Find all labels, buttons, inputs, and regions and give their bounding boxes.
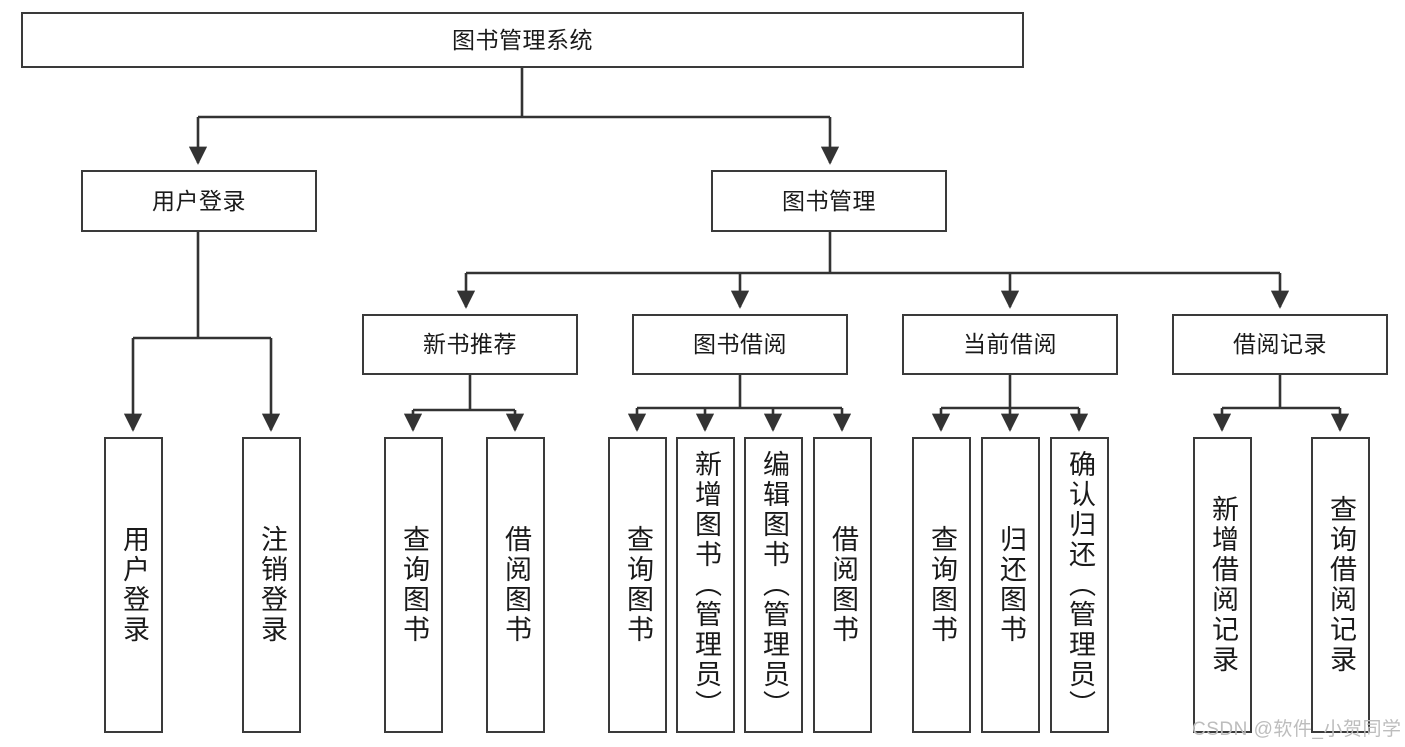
node-book-management[interactable]: 图书管理 bbox=[711, 170, 947, 232]
node-label: 用户登录 bbox=[152, 187, 246, 214]
leaf-record-query-record[interactable]: 查询借阅记录 bbox=[1311, 437, 1370, 733]
node-user-login[interactable]: 用户登录 bbox=[81, 170, 317, 232]
node-label: 查询借阅记录 bbox=[1326, 495, 1356, 675]
node-label: 图书借阅 bbox=[693, 331, 787, 358]
leaf-borrow-add-book-admin[interactable]: 新增图书（管理员） bbox=[676, 437, 735, 733]
leaf-new-book-borrow-book[interactable]: 借阅图书 bbox=[486, 437, 545, 733]
node-label: 新书推荐 bbox=[423, 331, 517, 358]
node-label: 注销登录 bbox=[257, 525, 287, 645]
node-book-borrowing[interactable]: 图书借阅 bbox=[632, 314, 848, 375]
leaf-new-book-query-book[interactable]: 查询图书 bbox=[384, 437, 443, 733]
leaf-current-return-book[interactable]: 归还图书 bbox=[981, 437, 1040, 733]
node-label: 用户登录 bbox=[119, 525, 149, 645]
node-label: 确认归还（管理员） bbox=[1065, 450, 1095, 720]
leaf-current-confirm-return-admin[interactable]: 确认归还（管理员） bbox=[1050, 437, 1109, 733]
node-label: 编辑图书（管理员） bbox=[759, 450, 789, 720]
node-label: 查询图书 bbox=[399, 525, 429, 645]
leaf-record-add-record[interactable]: 新增借阅记录 bbox=[1193, 437, 1252, 733]
node-label: 图书管理系统 bbox=[452, 26, 593, 53]
node-new-book-recommendation[interactable]: 新书推荐 bbox=[362, 314, 578, 375]
node-label: 借阅记录 bbox=[1233, 331, 1327, 358]
node-label: 当前借阅 bbox=[963, 331, 1057, 358]
leaf-current-query-book[interactable]: 查询图书 bbox=[912, 437, 971, 733]
leaf-user-login-logout[interactable]: 注销登录 bbox=[242, 437, 301, 733]
node-label: 借阅图书 bbox=[501, 525, 531, 645]
node-root-book-management-system[interactable]: 图书管理系统 bbox=[21, 12, 1024, 68]
node-label: 新增借阅记录 bbox=[1208, 495, 1238, 675]
node-borrowing-record[interactable]: 借阅记录 bbox=[1172, 314, 1388, 375]
node-label: 查询图书 bbox=[927, 525, 957, 645]
leaf-borrow-query-book[interactable]: 查询图书 bbox=[608, 437, 667, 733]
leaf-borrow-edit-book-admin[interactable]: 编辑图书（管理员） bbox=[744, 437, 803, 733]
node-label: 借阅图书 bbox=[828, 525, 858, 645]
node-label: 归还图书 bbox=[996, 525, 1026, 645]
leaf-user-login-login[interactable]: 用户登录 bbox=[104, 437, 163, 733]
leaf-borrow-borrow-book[interactable]: 借阅图书 bbox=[813, 437, 872, 733]
node-label: 新增图书（管理员） bbox=[691, 450, 721, 720]
node-current-borrowing[interactable]: 当前借阅 bbox=[902, 314, 1118, 375]
node-label: 图书管理 bbox=[782, 187, 876, 214]
node-label: 查询图书 bbox=[623, 525, 653, 645]
